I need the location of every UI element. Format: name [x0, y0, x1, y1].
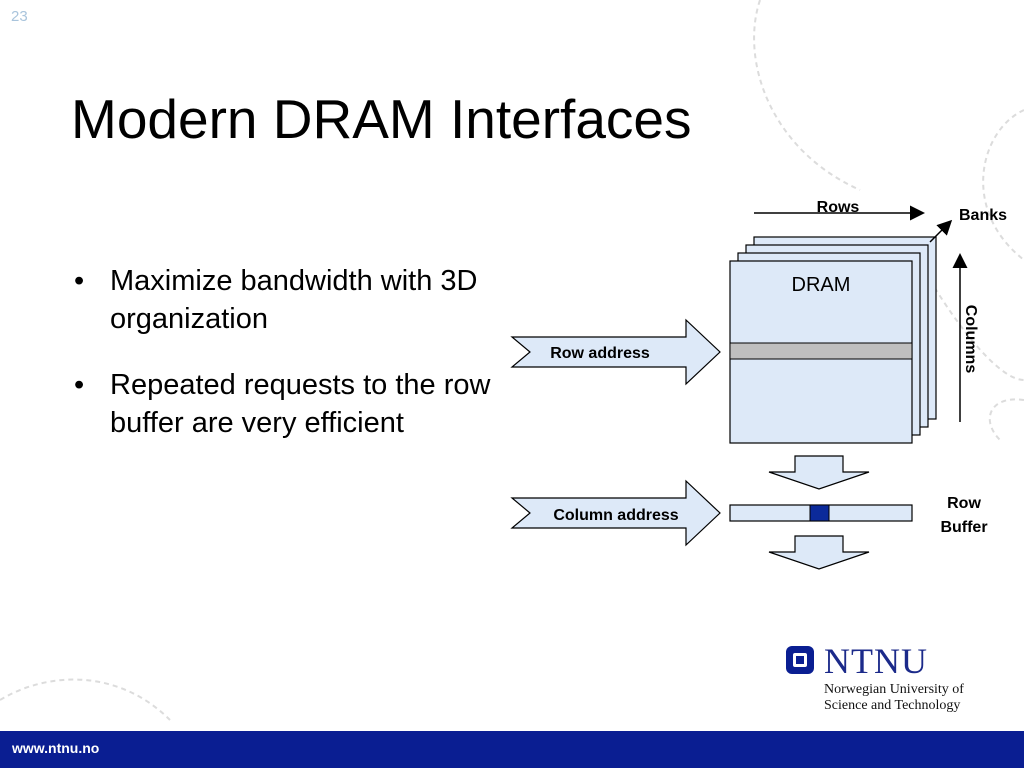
row-buffer-label-line1: Row [947, 495, 981, 512]
ntnu-logo: NTNU Norwegian University of Science and… [786, 641, 1006, 717]
column-address-label: Column address [553, 507, 678, 524]
row-address-arrow [510, 318, 721, 386]
bullet-text: Maximize bandwidth with 3D organization [110, 265, 478, 335]
banks-arrow [929, 219, 953, 243]
bullet-icon: • [74, 369, 85, 401]
row-buffer-label-line2: Buffer [940, 519, 987, 536]
bullet-list: • Maximize bandwidth with 3D organizatio… [72, 262, 492, 470]
slide-title: Modern DRAM Interfaces [71, 88, 692, 150]
row-address-label: Row address [550, 345, 650, 362]
bullet-text: Repeated requests to the row buffer are … [110, 369, 491, 439]
dram-bank-front [729, 260, 913, 444]
columns-label: Columns [962, 305, 979, 374]
bullet-item: • Maximize bandwidth with 3D organizatio… [72, 262, 492, 338]
bullet-icon: • [74, 265, 85, 297]
footer-url: www.ntnu.no [12, 740, 100, 756]
logo-subtitle-line2: Science and Technology [824, 698, 961, 713]
row-buffer [729, 504, 913, 522]
down-arrow-to-buffer [768, 455, 870, 490]
dram-label: DRAM [792, 274, 851, 296]
down-arrow-from-buffer [768, 535, 870, 570]
bullet-item: • Repeated requests to the row buffer ar… [72, 366, 492, 442]
footer-bar: www.ntnu.no [0, 731, 1024, 768]
dram-bank-back [753, 236, 937, 420]
column-address-arrow [510, 479, 721, 547]
logo-name: NTNU [824, 641, 928, 681]
ntnu-logo-icon [786, 646, 814, 674]
slide-number: 23 [11, 8, 28, 25]
dram-bank-mid1 [737, 252, 921, 436]
banks-label: Banks [959, 207, 1007, 224]
selected-cell [809, 504, 830, 522]
logo-subtitle-line1: Norwegian University of [824, 682, 964, 697]
selected-row [729, 342, 913, 360]
rows-label: Rows [817, 199, 860, 216]
dram-bank-mid2 [745, 244, 929, 428]
